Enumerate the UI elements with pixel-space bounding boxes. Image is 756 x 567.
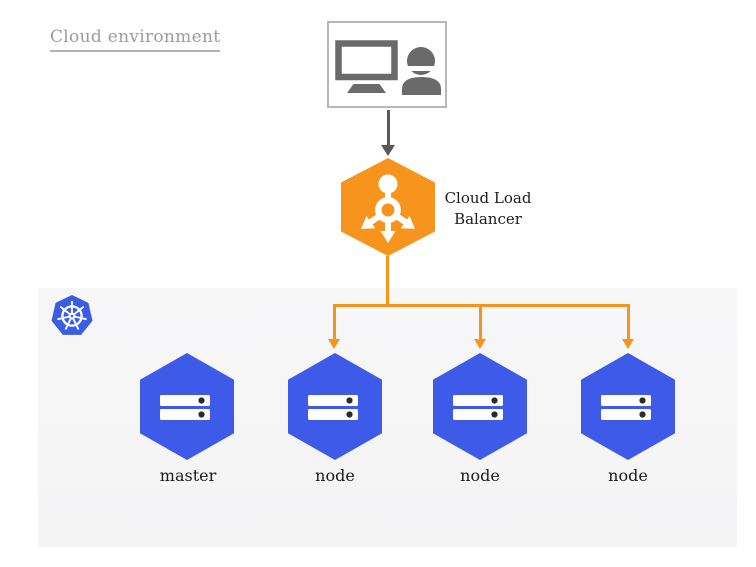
lb-connector-stem (386, 256, 389, 306)
server-stack-icon (308, 395, 358, 420)
lb-connector-arrowhead-middle (474, 339, 486, 349)
server-stack-icon (601, 395, 651, 420)
worker-node-label: node (608, 466, 648, 485)
lb-connector-arrowhead-left (328, 339, 340, 349)
lb-connector-horizontal (334, 304, 630, 307)
worker-node-label: node (315, 466, 355, 485)
client-to-lb-arrowhead (381, 145, 395, 156)
client-to-lb-arrow-line (387, 110, 390, 146)
lb-connector-drop-right (627, 304, 630, 339)
lb-connector-arrowhead-right (622, 339, 634, 349)
worker-node-hexagon (288, 353, 382, 460)
load-balancer-label: Cloud Load Balancer (444, 189, 532, 228)
master-node-hexagon (140, 353, 234, 460)
workstation-user-icon (335, 40, 441, 95)
load-balancer-hexagon (341, 158, 435, 256)
lb-connector-drop-left (333, 304, 336, 339)
server-stack-icon (160, 395, 210, 420)
worker-node-label: node (460, 466, 500, 485)
page-title: Cloud environment (50, 27, 221, 52)
lb-connector-drop-middle (479, 307, 482, 339)
server-stack-icon (453, 395, 503, 420)
worker-node-hexagon (433, 353, 527, 460)
client-workstation-box (327, 21, 447, 108)
load-balancer-icon (356, 174, 420, 243)
kubernetes-logo-icon (51, 295, 93, 335)
worker-node-hexagon (581, 353, 675, 460)
master-node-label: master (159, 466, 217, 485)
